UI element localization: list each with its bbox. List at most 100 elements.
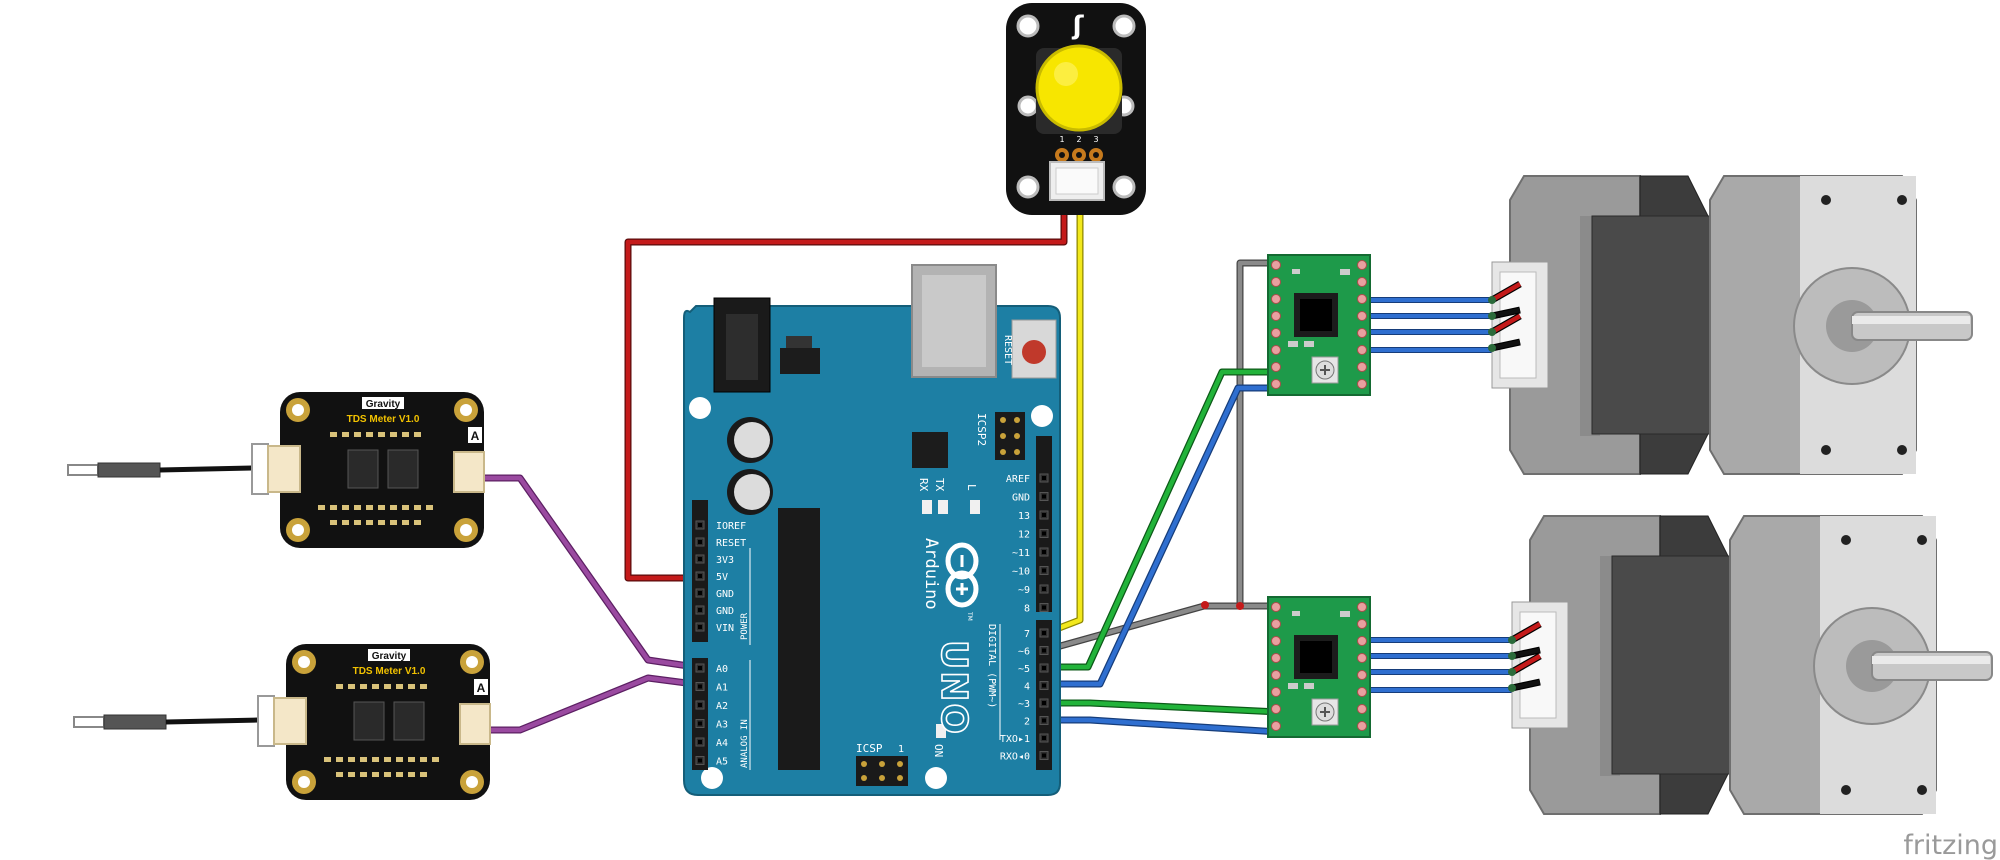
pin-label: ~9 [1018,585,1030,596]
motor-lead [1490,282,1522,302]
rx-led [938,500,948,514]
smd-part [1288,683,1298,689]
header-pin-hole [698,721,702,726]
header-pin-hole [698,666,702,670]
reset-button-cap[interactable] [1022,340,1046,364]
tds-probe-cable [159,465,253,473]
arduino-brand: Arduino [921,538,941,610]
mount-hole-center [292,404,304,416]
pin-label: RXO◂0 [1000,752,1030,763]
tds-model: TDS Meter V1.0 [353,666,426,677]
driver-pin [1271,328,1281,338]
driver-pin [1357,294,1367,304]
tds-chip [347,449,379,489]
stepper-driver-1 [1267,254,1371,396]
tds-probe-plug [257,695,275,747]
motor1-coil-wires [1367,297,1498,353]
driver-pin [1357,687,1367,697]
trim-pot-slot [1320,365,1330,375]
side-marker-box [468,427,482,443]
mount-hole [1016,175,1040,199]
pin-hole [1076,152,1082,158]
motor-screw-hole [1841,535,1851,545]
icsp-header [856,756,908,786]
header-pin-hole [1042,494,1046,499]
reset-label: RESET [1002,335,1013,365]
motor-screw-hole [1821,195,1831,205]
l-label: L [965,484,978,491]
mount-hole [689,397,711,419]
tds-brand: Gravity [372,651,407,662]
pin-label: GND [1012,493,1030,504]
header-pin-hole [1042,631,1046,635]
pin-label: 1 [1059,135,1064,144]
pin-label: A2 [716,701,728,712]
motor-screw-hole [1841,785,1851,795]
dfrobot-logo: ʃ [1072,11,1085,41]
header-pin-hole [1042,736,1046,740]
pin-label: A0 [716,664,728,675]
pin-label: ~11 [1012,548,1030,559]
power-jack-inner [726,314,758,380]
driver-pin [1357,704,1367,714]
motor-lead-junction [1508,636,1516,644]
driver-pin [1357,328,1367,338]
pin-hole [1093,152,1099,158]
header-pin-hole [1042,648,1046,653]
driver-pin [1357,653,1367,663]
tds-module-1: Gravity TDS Meter V1.0 A [67,392,485,548]
tds-probe-cable [165,717,259,725]
driver-pin [1271,345,1281,355]
driver-pin [1271,687,1281,697]
tds-side-marker: A [471,429,480,443]
tds-output-connector [453,451,485,493]
tds-smd-components [318,432,433,525]
motor-lead [1510,654,1542,674]
motor-lead [1510,622,1542,642]
motor-lead-junction [1488,312,1496,320]
smd-part [1288,341,1298,347]
digital-header-label: DIGITAL (PWM~) [986,624,997,708]
header-pin-hole [698,608,702,612]
motor2-coil-wires [1367,637,1518,693]
motor-lead-junction [1508,684,1516,692]
voltage-regulator [780,348,820,374]
pin-label: AREF [1006,474,1030,485]
mount-hole-center [298,776,310,788]
header-pin-hole [698,625,702,629]
smd-part [1292,611,1300,616]
mount-hole-center [460,524,472,536]
rx-label: RX [917,478,930,492]
pin-label: RESET [716,538,746,549]
atmega-chip [778,508,820,770]
smd-part [1340,611,1350,617]
motor-screw-hole [1917,785,1927,795]
tds-probe-plug [251,443,269,495]
motor-stator-face [1611,555,1733,775]
header-pin-hole [698,557,702,561]
pin-label: A1 [716,683,728,694]
wire-tds2-a1-core [485,675,705,733]
icsp-pin1-label: 1 [898,744,904,755]
smd-part [1304,341,1314,347]
arduino-uno-board: RESET ICSP2 TX RX L ON [683,264,1061,796]
pin-label: A4 [716,738,728,749]
motor-lead [1491,339,1521,351]
pin-label: A5 [716,757,728,768]
pin-label: GND [716,606,734,617]
pin-hole [1059,152,1065,158]
mount-hole [1017,95,1039,117]
analog-header-label: ANALOG IN [740,719,750,768]
mount-hole-center [292,524,304,536]
motor-screw-hole [1897,445,1907,455]
header-pin-hole [698,684,702,689]
pin-label: ~5 [1018,664,1030,675]
mount-hole-center [460,404,472,416]
pin-label: 2 [1076,135,1081,144]
tds-output-connector [459,703,491,745]
pin-label: 7 [1024,629,1030,640]
button-cap[interactable] [1035,44,1123,132]
arduino-tm: TM [966,611,973,621]
motor-lead-junction [1508,668,1516,676]
